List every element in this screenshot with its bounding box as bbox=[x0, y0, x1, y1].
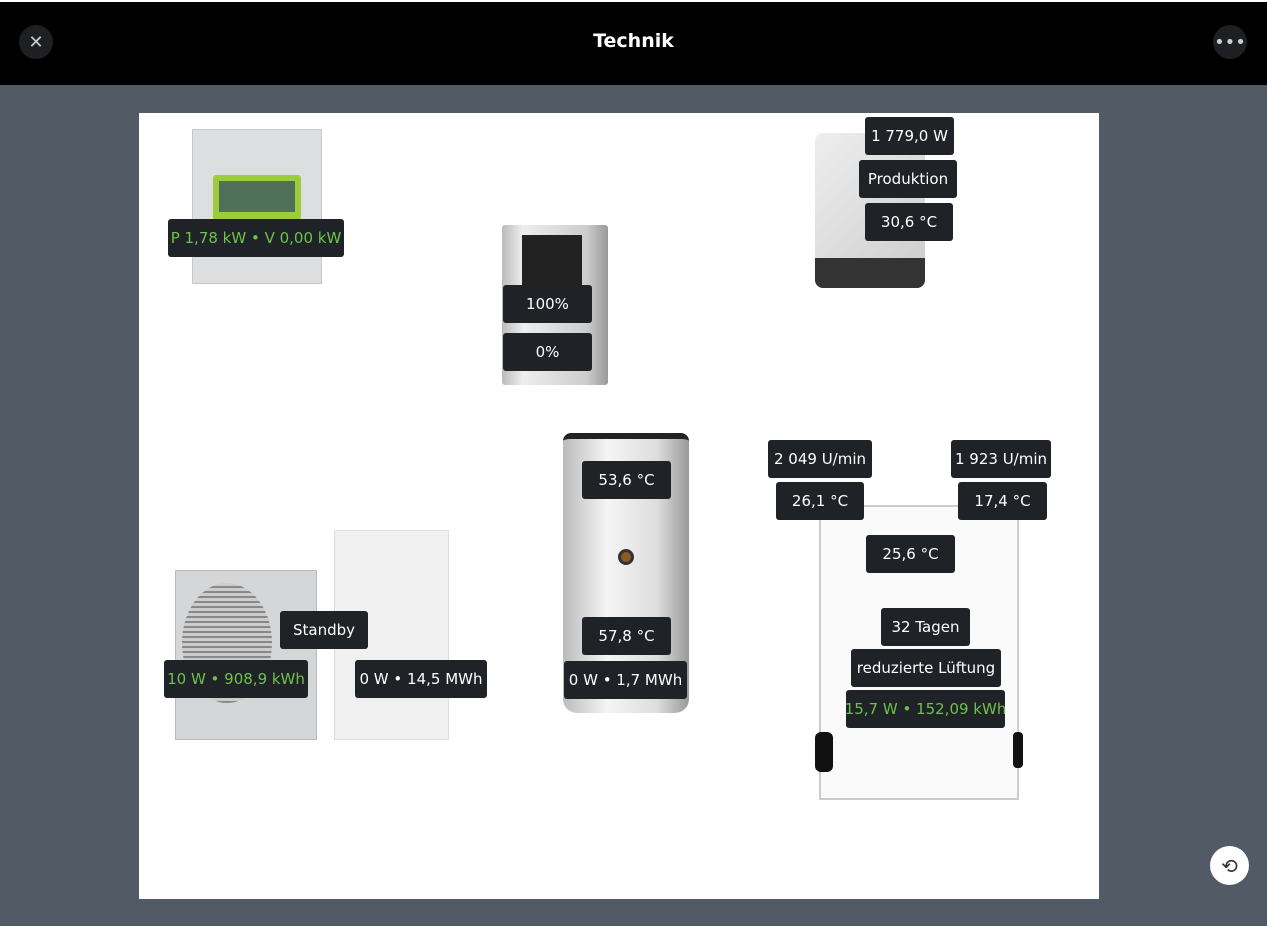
ventilation-fan1-label[interactable]: 2 049 U/min bbox=[768, 440, 872, 478]
ventilation-fan2-label[interactable]: 1 923 U/min bbox=[951, 440, 1051, 478]
heatpump-indoor-energy-label[interactable]: 0 W • 14,5 MWh bbox=[355, 660, 487, 698]
more-horizontal-icon[interactable]: ••• bbox=[1213, 25, 1247, 59]
ventilation-temp2-label[interactable]: 17,4 °C bbox=[958, 482, 1047, 520]
storage-bottom-temp-label[interactable]: 57,8 °C bbox=[582, 617, 671, 655]
inverter-temp-label[interactable]: 30,6 °C bbox=[865, 203, 953, 241]
refresh-icon[interactable]: ⟲ bbox=[1210, 846, 1249, 885]
heatpump-outdoor-image bbox=[175, 570, 317, 740]
heatpump-outdoor-energy-label[interactable]: 10 W • 908,9 kWh bbox=[164, 660, 308, 698]
storage-energy-label[interactable]: 0 W • 1,7 MWh bbox=[564, 661, 687, 699]
header: ✕ Technik ••• bbox=[0, 0, 1267, 85]
heatpump-status-label[interactable]: Standby bbox=[280, 611, 368, 649]
ventilation-mode-label[interactable]: reduzierte Lüftung bbox=[851, 649, 1001, 687]
storage-top-temp-label[interactable]: 53,6 °C bbox=[582, 461, 671, 499]
ventilation-temp3-label[interactable]: 25,6 °C bbox=[866, 535, 955, 573]
ventilation-temp1-label[interactable]: 26,1 °C bbox=[776, 482, 864, 520]
ventilation-filter-label[interactable]: 32 Tagen bbox=[881, 608, 970, 646]
heatpump-indoor-image bbox=[334, 530, 449, 740]
ventilation-energy-label[interactable]: 15,7 W • 152,09 kWh bbox=[845, 690, 1006, 728]
inverter-power-label[interactable]: 1 779,0 W bbox=[865, 117, 954, 155]
energy-meter-image bbox=[192, 129, 322, 284]
close-icon[interactable]: ✕ bbox=[19, 25, 53, 59]
floorplan-canvas: P 1,78 kW • V 0,00 kW 100% 0% 1 779,0 W … bbox=[139, 113, 1099, 899]
heater-value2-label[interactable]: 0% bbox=[503, 333, 592, 371]
heater-value1-label[interactable]: 100% bbox=[503, 285, 592, 323]
page-title: Technik bbox=[593, 30, 674, 52]
meter-power-label[interactable]: P 1,78 kW • V 0,00 kW bbox=[168, 219, 344, 257]
inverter-status-label[interactable]: Produktion bbox=[859, 160, 957, 198]
